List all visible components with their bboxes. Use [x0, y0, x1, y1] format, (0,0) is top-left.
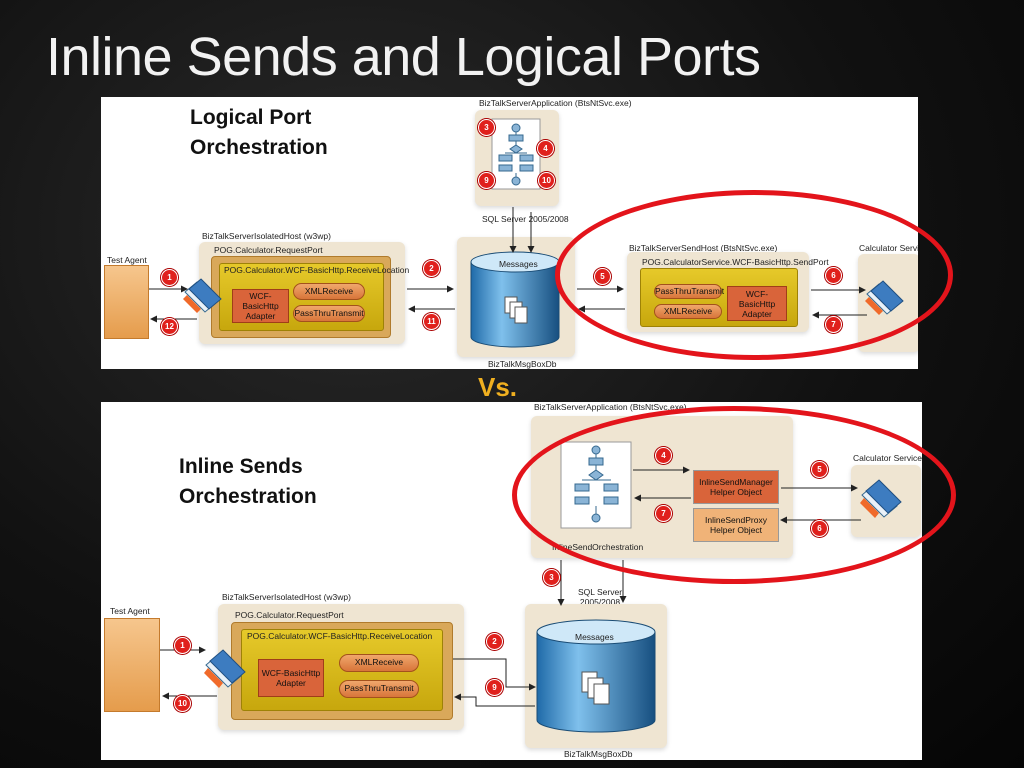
- step-badge-10: 10: [538, 172, 555, 189]
- test-agent: [104, 618, 160, 712]
- step-badge-12: 12: [161, 318, 178, 335]
- app-host-label: BizTalkServerApplication (BtsNtSvc.exe): [479, 98, 632, 108]
- isolated-host-label: BizTalkServerIsolatedHost (w3wp): [202, 231, 331, 241]
- xml-receive-pipeline: XMLReceive: [293, 283, 365, 300]
- isolated-host-label: BizTalkServerIsolatedHost (w3wp): [222, 592, 351, 602]
- messages-label: Messages: [575, 632, 614, 642]
- app-host-label: BizTalkServerApplication (BtsNtSvc.exe): [534, 402, 687, 412]
- request-port-label: POG.Calculator.RequestPort: [214, 245, 323, 255]
- messagebox-database-icon: [470, 251, 560, 348]
- step-badge-3: 3: [478, 119, 495, 136]
- versus-label: Vs.: [478, 372, 518, 402]
- step-badge-11: 11: [423, 313, 440, 330]
- receive-location-label: POG.Calculator.WCF-BasicHttp.ReceiveLoca…: [247, 631, 433, 641]
- test-agent: [104, 265, 149, 339]
- highlight-ring-inline-send: [512, 406, 956, 584]
- step-badge-4: 4: [537, 140, 554, 157]
- highlight-ring-send-host: [555, 190, 953, 360]
- wcf-adapter: WCF-BasicHttp Adapter: [232, 289, 289, 323]
- msgbox-label: BizTalkMsgBoxDb: [564, 749, 633, 759]
- slide-title: Inline Sends and Logical Ports: [46, 27, 761, 87]
- orchestration-flowchart-icon: [491, 118, 541, 190]
- wcf-receive-icon: [204, 649, 246, 688]
- passthru-transmit-pipeline: PassThruTransmit: [293, 305, 365, 322]
- step-badge-9: 9: [486, 679, 503, 696]
- test-agent-label: Test Agent: [107, 255, 147, 265]
- test-agent-label: Test Agent: [110, 606, 150, 616]
- step-badge-2: 2: [486, 633, 503, 650]
- inline-sends-label: Inline Sends Orchestration: [179, 455, 317, 508]
- request-port-label: POG.Calculator.RequestPort: [235, 610, 344, 620]
- sql-server-label: SQL Server 2005/2008: [577, 587, 623, 607]
- wcf-receive-icon: [183, 278, 222, 313]
- messagebox-database-icon: [536, 619, 656, 733]
- receive-location-label: POG.Calculator.WCF-BasicHttp.ReceiveLoca…: [224, 265, 410, 275]
- xml-receive-pipeline: XMLReceive: [339, 654, 419, 672]
- step-badge-3: 3: [543, 569, 560, 586]
- step-badge-1: 1: [174, 637, 191, 654]
- step-badge-10: 10: [174, 695, 191, 712]
- step-badge-1: 1: [161, 269, 178, 286]
- messages-label: Messages: [499, 259, 538, 269]
- sql-server-label: SQL Server 2005/2008: [482, 214, 569, 224]
- step-badge-2: 2: [423, 260, 440, 277]
- logical-port-label: Logical Port Orchestration: [190, 106, 328, 159]
- step-badge-9: 9: [478, 172, 495, 189]
- wcf-adapter: WCF-BasicHttp Adapter: [258, 659, 324, 697]
- passthru-transmit-pipeline: PassThruTransmit: [339, 680, 419, 698]
- msgbox-label: BizTalkMsgBoxDb: [488, 359, 557, 369]
